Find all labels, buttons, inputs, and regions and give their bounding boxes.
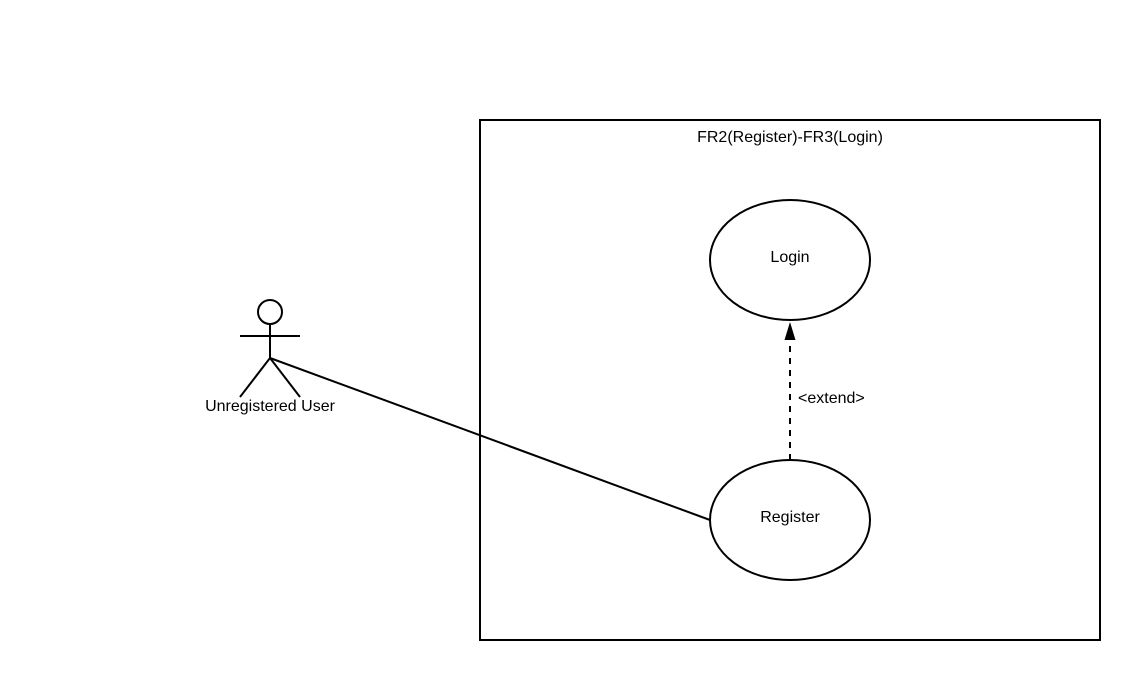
actor-head (257, 299, 283, 325)
actor-right-leg (269, 357, 301, 398)
system-boundary-title: FR2(Register)-FR3(Login) (697, 129, 883, 146)
system-boundary[interactable] (479, 119, 1101, 641)
actor-left-leg (239, 357, 271, 398)
use-case-register-label: Register (760, 509, 820, 526)
association-line[interactable] (269, 357, 711, 521)
use-case-login[interactable] (709, 199, 871, 321)
actor-figure[interactable] (239, 299, 301, 398)
extend-label: <extend> (798, 390, 865, 407)
use-case-register[interactable] (709, 459, 871, 581)
actor-label: Unregistered User (205, 398, 335, 415)
use-case-login-label: Login (770, 249, 810, 266)
extend-arrowhead (784, 322, 796, 340)
